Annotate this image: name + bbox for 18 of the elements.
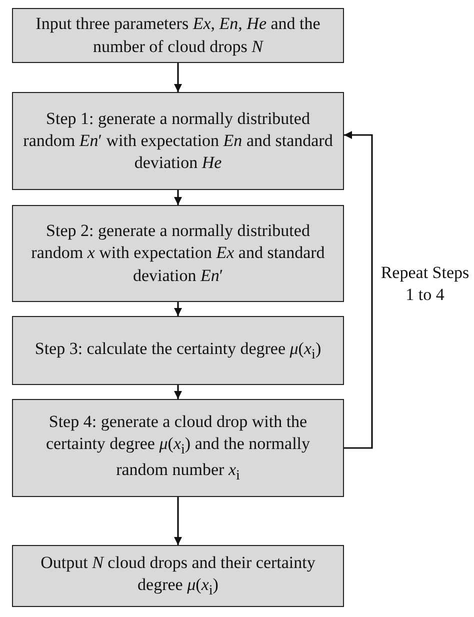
step-text: Step 4: generate a cloud drop with the certainty degree μ(x$_{i}$) and the normally random number x$_{i}$ — [44, 411, 312, 485]
process-box — [12, 8, 344, 63]
arrow — [174, 302, 182, 316]
arrow — [174, 190, 182, 205]
step-text: Input three parameters Ex, En, He and the number of cloud drops N — [34, 13, 322, 58]
process-box — [12, 316, 344, 385]
arrow — [344, 131, 373, 449]
step-text: Step 3: calculate the certainty degree μ(x$_{i}$) — [34, 338, 322, 364]
process-box — [12, 399, 344, 497]
step-text: Step 2: generate a normally distributed random x with expectation Ex and standard deviation En′ — [30, 220, 326, 287]
process-box — [12, 545, 344, 607]
process-box — [12, 92, 344, 190]
step-text: Output N cloud drops and their certainty degree μ(x$_{i}$) — [40, 552, 316, 600]
arrow — [174, 497, 182, 545]
arrow — [174, 385, 182, 399]
process-box — [12, 205, 344, 302]
arrow — [174, 63, 182, 92]
step-text: Step 1: generate a normally distributed random En′ with expectation En and standard deviation He — [22, 108, 334, 174]
